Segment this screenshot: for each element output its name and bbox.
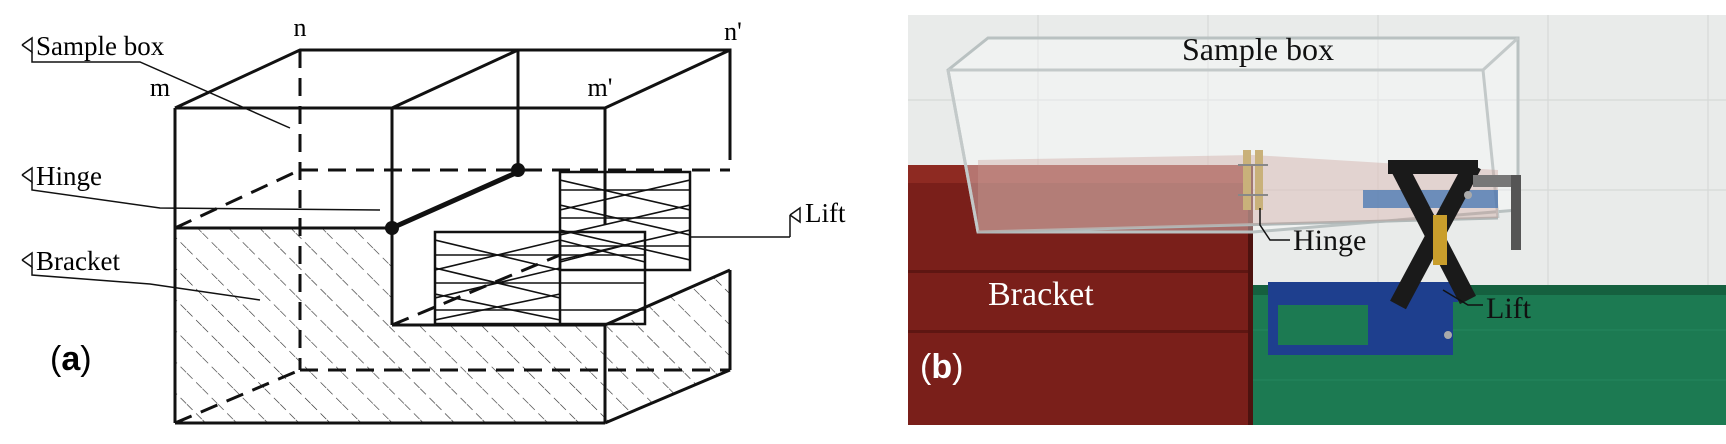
callout-sample-box: Sample box <box>36 31 165 61</box>
hinge-point-back <box>511 163 525 177</box>
callout-lift: Lift <box>805 198 846 228</box>
photo-label-bracket: Bracket <box>988 276 1094 313</box>
corner-label-n: n <box>294 13 307 42</box>
panel-label-b: (b) <box>920 348 963 386</box>
bracket-block <box>908 165 1253 425</box>
box-top-edge <box>174 48 732 160</box>
panel-label-a: (a) <box>50 340 92 378</box>
schematic-diagram: n n' m m' Sample box Hinge Bracket Lift … <box>21 13 846 425</box>
hidden-lines <box>174 50 730 425</box>
corner-label-m-prime: m' <box>588 73 613 102</box>
bracket-side-bottom-edge <box>604 368 731 425</box>
box-right-top-edge <box>604 48 731 110</box>
box-middle-top-edge <box>391 48 519 110</box>
corner-label-n-prime: n' <box>724 17 742 46</box>
hinge-rod <box>390 169 520 231</box>
apparatus-photo: Sample box Hinge Bracket Lift (b) <box>908 15 1726 425</box>
callout-bracket: Bracket <box>36 246 120 276</box>
schematic-panel-a: n n' m m' Sample box Hinge Bracket Lift … <box>21 13 846 425</box>
photo-label-lift: Lift <box>1486 292 1532 325</box>
photo-label-hinge: Hinge <box>1293 224 1366 257</box>
hinge-point-front <box>385 221 399 235</box>
sample-box <box>946 36 1520 234</box>
photo-panel-b: Sample box Hinge Bracket Lift (b) <box>908 0 1726 439</box>
callout-leaders <box>21 36 801 301</box>
photo-leaders <box>1259 208 1483 306</box>
hinge <box>1238 150 1268 210</box>
bracket-hatch-front <box>175 228 605 423</box>
photo-label-sample-box: Sample box <box>1182 31 1334 67</box>
callout-hinge: Hinge <box>36 161 102 191</box>
lift-scissor <box>433 170 692 326</box>
corner-label-m: m <box>150 73 170 102</box>
bracket-hatch-side <box>605 270 730 423</box>
lift-jack <box>1268 160 1521 355</box>
